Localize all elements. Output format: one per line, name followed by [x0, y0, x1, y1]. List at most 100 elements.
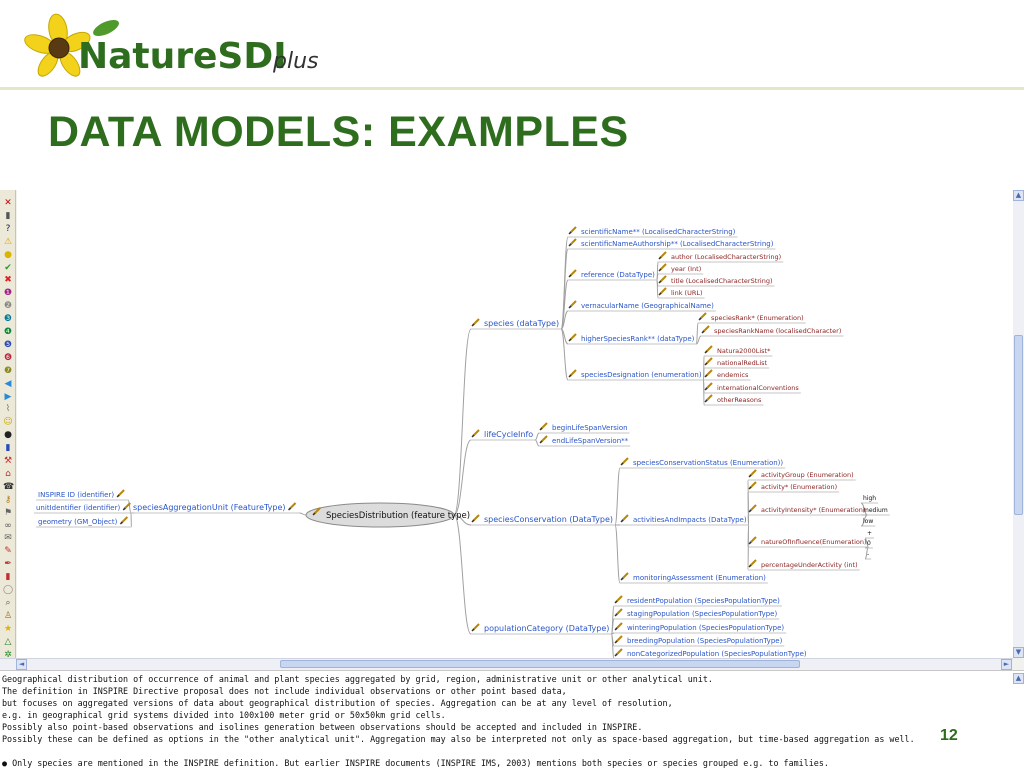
- node-reference-child[interactable]: year (Int): [671, 265, 701, 273]
- node-species-designation[interactable]: speciesDesignation (enumeration): [581, 371, 702, 379]
- node-conservation-status[interactable]: speciesConservationStatus (Enumeration)): [633, 459, 783, 467]
- node-left-child[interactable]: INSPIRE ID (identifier): [38, 491, 114, 499]
- notes-panel[interactable]: Geographical distribution of occurrence …: [0, 670, 1024, 768]
- bulb-icon[interactable]: ●: [4, 249, 12, 260]
- clip-icon[interactable]: ⌇: [5, 404, 11, 415]
- node-reference-child[interactable]: title (LocalisedCharacterString): [671, 277, 773, 285]
- node-scientific-name-authorship[interactable]: scientificNameAuthorship** (LocalisedCha…: [581, 240, 774, 248]
- node-population-child[interactable]: breedingPopulation (SpeciesPopulationTyp…: [627, 637, 783, 645]
- node-pencil-icon: [614, 608, 623, 617]
- node-influence-value[interactable]: -: [867, 551, 869, 558]
- num1-icon[interactable]: ❶: [3, 288, 13, 299]
- node-vernacular-name[interactable]: vernacularName (GeographicalName): [581, 302, 714, 310]
- mail-icon[interactable]: ✉: [4, 533, 12, 544]
- gear-icon[interactable]: ✲: [4, 649, 12, 660]
- node-reference[interactable]: reference (DataType): [581, 271, 655, 279]
- node-population-child[interactable]: nonCategorizedPopulation (SpeciesPopulat…: [627, 650, 807, 658]
- node-intensity-value[interactable]: medium: [863, 507, 888, 514]
- trash-icon[interactable]: ▮: [5, 210, 11, 221]
- search-icon[interactable]: ⌕: [5, 597, 11, 608]
- node-end-life-span[interactable]: endLifeSpanVersion**: [552, 437, 629, 445]
- horizontal-scroll-thumb[interactable]: [280, 660, 800, 668]
- person-icon[interactable]: ♙: [3, 610, 13, 621]
- node-species[interactable]: species (dataType): [484, 319, 559, 328]
- node-species-conservation[interactable]: speciesConservation (DataType): [484, 515, 613, 524]
- mindmap-canvas[interactable]: SpeciesDistribution (feature type)specie…: [17, 190, 1013, 658]
- node-designation-child[interactable]: endemics: [717, 371, 749, 379]
- scroll-down-button[interactable]: ▼: [1013, 647, 1024, 658]
- num4-icon[interactable]: ❹: [3, 327, 13, 337]
- scroll-left-button[interactable]: ◄: [16, 659, 27, 670]
- node-activity-child[interactable]: activityGroup (Enumeration): [761, 471, 854, 479]
- cross-icon[interactable]: ✖: [4, 275, 12, 286]
- node-population-child[interactable]: residentPopulation (SpeciesPopulationTyp…: [627, 597, 780, 605]
- num7-icon[interactable]: ❼: [3, 365, 13, 376]
- node-influence-value[interactable]: +: [867, 530, 872, 537]
- node-activity-child[interactable]: activity* (Enumeration): [761, 483, 837, 491]
- node-left-child[interactable]: unitIdentifier (identifier): [36, 504, 120, 512]
- vertical-scroll-thumb[interactable]: [1014, 335, 1023, 515]
- arrow-right-icon[interactable]: ▶: [4, 391, 12, 402]
- node-species-aggregation-unit[interactable]: speciesAggregationUnit (FeatureType): [133, 503, 286, 512]
- close-icon[interactable]: ✕: [4, 198, 12, 208]
- num2-icon[interactable]: ❷: [3, 301, 13, 312]
- star-icon[interactable]: ★: [3, 623, 13, 634]
- branch-line: [747, 514, 750, 526]
- node-pencil-icon: [614, 622, 623, 631]
- node-designation-child[interactable]: Natura2000List*: [717, 347, 771, 355]
- book-icon[interactable]: ▮: [5, 443, 11, 454]
- node-life-cycle-info[interactable]: lifeCycleInfo: [484, 430, 533, 439]
- node-intensity-value[interactable]: high: [863, 495, 876, 502]
- node-intensity-value[interactable]: low: [863, 518, 873, 525]
- num6-icon[interactable]: ❻: [3, 352, 13, 363]
- node-left-child[interactable]: geometry (GM_Object): [38, 518, 118, 526]
- vertical-scrollbar[interactable]: ▲ ▼: [1013, 190, 1024, 658]
- num3-icon[interactable]: ❸: [3, 314, 13, 325]
- node-reference-child[interactable]: link (URL): [671, 289, 703, 297]
- node-population-child[interactable]: winteringPopulation (SpeciesPopulationTy…: [627, 624, 784, 632]
- node-higher-rank-child[interactable]: speciesRankName (localisedCharacter): [714, 327, 841, 335]
- scroll-up-button[interactable]: ▲: [1013, 190, 1024, 201]
- phone-icon[interactable]: ☎: [3, 481, 15, 492]
- node-scientific-name[interactable]: scientificName** (LocalisedCharacterStri…: [581, 228, 736, 236]
- magnifier-icon[interactable]: ◯: [3, 585, 14, 595]
- node-influence-value[interactable]: 0: [867, 540, 871, 547]
- node-activity-child[interactable]: activityIntensity* (Enumeration): [761, 506, 865, 514]
- horizontal-scrollbar[interactable]: ◄ ►: [0, 658, 1013, 670]
- warning-icon[interactable]: ⚠: [3, 236, 13, 247]
- key-icon[interactable]: ⚷: [4, 494, 12, 505]
- notes-scroll-up-button[interactable]: ▲: [1013, 673, 1024, 684]
- node-designation-child[interactable]: otherReasons: [717, 396, 762, 404]
- home-icon[interactable]: ⌂: [5, 468, 11, 479]
- central-node[interactable]: [305, 502, 455, 528]
- node-begin-life-span[interactable]: beginLifeSpanVersion: [552, 424, 628, 432]
- arrow-left-icon[interactable]: ◀: [4, 378, 12, 389]
- thermometer-icon[interactable]: ▮: [5, 572, 11, 583]
- scroll-right-button[interactable]: ►: [1001, 659, 1012, 670]
- brand-name: NatureSDI: [78, 36, 287, 77]
- warning2-icon[interactable]: △: [4, 636, 12, 647]
- node-designation-child[interactable]: nationalRedList: [717, 359, 768, 367]
- node-higher-species-rank[interactable]: higherSpeciesRank** (dataType): [581, 335, 695, 343]
- node-activities-and-impacts[interactable]: activitiesAndImpacts (DataType): [633, 516, 747, 524]
- branch-line: [299, 512, 307, 516]
- node-monitoring-assessment[interactable]: monitoringAssessment (Enumeration): [633, 574, 766, 582]
- hammer-icon[interactable]: ⚒: [3, 456, 13, 466]
- node-population-child[interactable]: stagingPopulation (SpeciesPopulationType…: [627, 610, 777, 618]
- check-icon[interactable]: ✔: [4, 262, 12, 273]
- bomb-icon[interactable]: ●: [4, 430, 12, 441]
- node-population-category[interactable]: populationCategory (DataType): [484, 624, 609, 633]
- node-activity-child[interactable]: natureOfInfluence(Enumeration): [761, 538, 867, 546]
- node-reference-child[interactable]: author (LocalisedCharacterString): [671, 253, 781, 261]
- help-icon[interactable]: ?: [5, 223, 11, 234]
- flag-icon[interactable]: ⚑: [3, 507, 13, 518]
- smile-icon[interactable]: ☺: [3, 417, 13, 428]
- pen-icon[interactable]: ✒: [4, 559, 12, 570]
- node-higher-rank-child[interactable]: speciesRank* (Enumeration): [711, 314, 804, 322]
- glasses-icon[interactable]: ∞: [4, 520, 12, 531]
- node-activity-child[interactable]: percentageUnderActivity (int): [761, 561, 858, 569]
- node-designation-child[interactable]: internationalConventions: [717, 384, 799, 392]
- mindmap-edges: [127, 236, 870, 658]
- pencil-icon[interactable]: ✎: [4, 546, 12, 557]
- num5-icon[interactable]: ❺: [3, 339, 13, 350]
